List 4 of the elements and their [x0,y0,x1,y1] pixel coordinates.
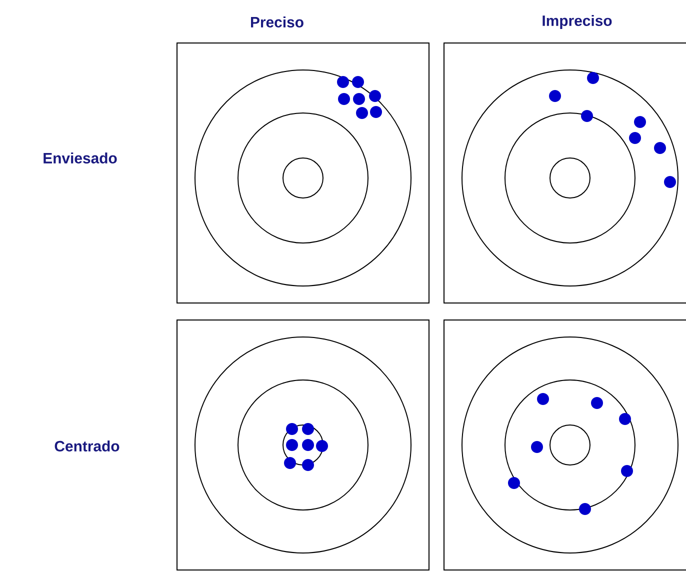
axis-label: Enviesado [44,152,117,164]
axis-label: Centrado [54,440,120,452]
axis-label: Impreciso [542,15,612,29]
axis-label: Preciso [251,16,304,28]
